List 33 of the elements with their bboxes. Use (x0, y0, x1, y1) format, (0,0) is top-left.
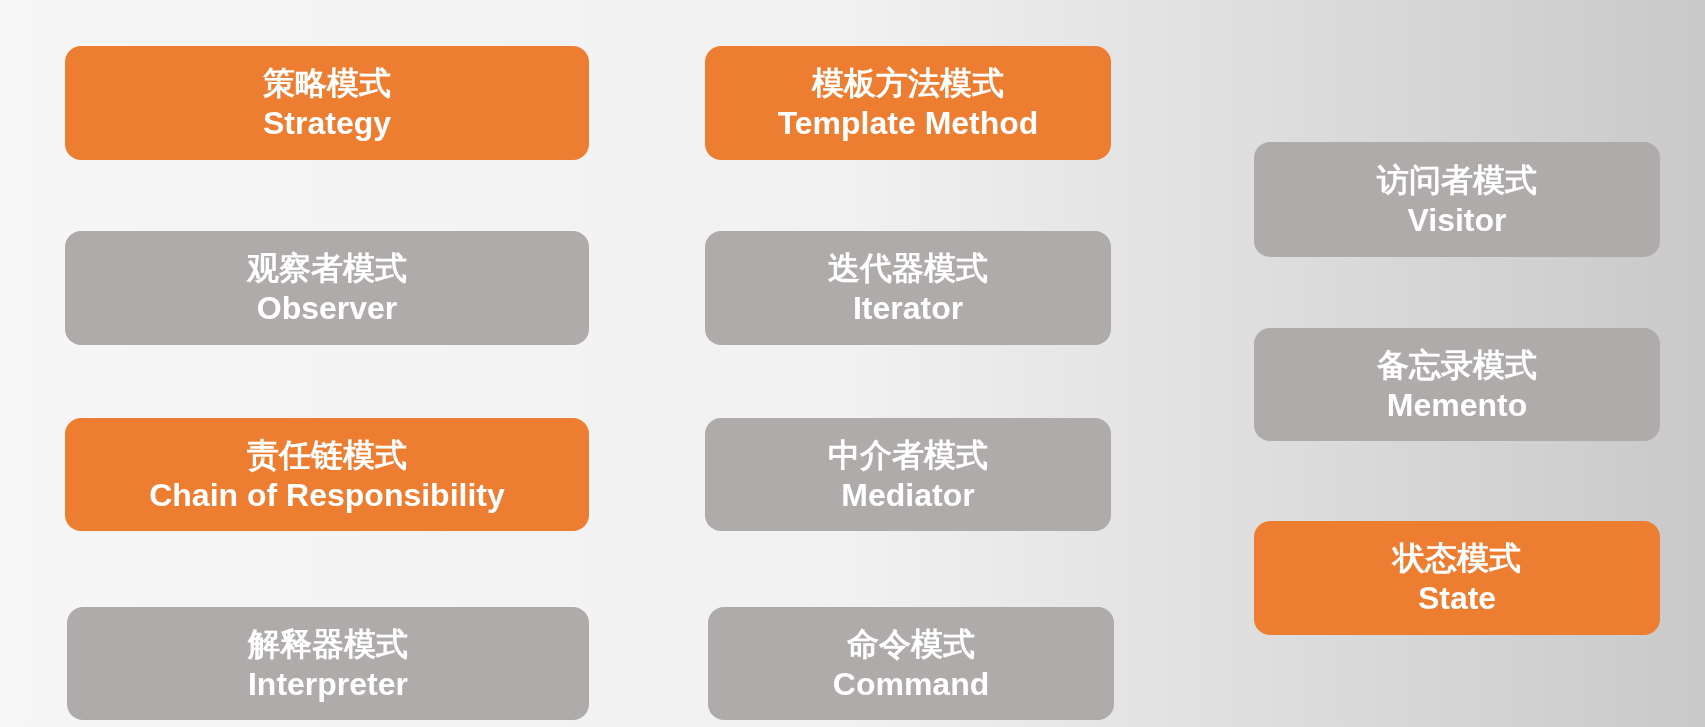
pattern-box (705, 231, 1111, 345)
english-name: Observer (256, 289, 398, 328)
english-name: Visitor (1407, 200, 1507, 240)
chinese-name: 责任链模式 (247, 435, 407, 475)
chinese-name: 访问者模式 (1377, 160, 1537, 200)
pattern-box (705, 46, 1111, 160)
pattern-box (705, 418, 1111, 531)
pattern-box (65, 46, 589, 160)
chinese-name: 策略模式 (263, 64, 391, 103)
english-name: Mediator (841, 475, 975, 515)
english-name: Iterator (852, 289, 964, 328)
chinese-name: 解释器模式 (248, 624, 408, 664)
english-name: Command (832, 664, 990, 704)
pattern-box (65, 418, 589, 531)
chinese-name: 模板方法模式 (812, 64, 1004, 103)
english-name: Interpreter (247, 664, 408, 704)
english-name: Chain of Responsibility (149, 475, 505, 515)
pattern-box (1254, 328, 1660, 441)
english-name: Memento (1386, 385, 1528, 425)
pattern-box (67, 607, 589, 720)
pattern-box (65, 231, 589, 345)
pattern-box (1254, 142, 1660, 257)
english-name: State (1417, 579, 1497, 618)
chinese-name: 状态模式 (1393, 539, 1521, 578)
chinese-name: 命令模式 (847, 624, 975, 664)
chinese-name: 备忘录模式 (1377, 345, 1537, 385)
pattern-box (1254, 521, 1660, 635)
chinese-name: 中介者模式 (828, 435, 988, 475)
chinese-name: 迭代器模式 (828, 249, 988, 288)
english-name: Template Method (777, 104, 1039, 143)
pattern-box (708, 607, 1114, 720)
english-name: Strategy (262, 104, 391, 143)
chinese-name: 观察者模式 (247, 249, 407, 288)
